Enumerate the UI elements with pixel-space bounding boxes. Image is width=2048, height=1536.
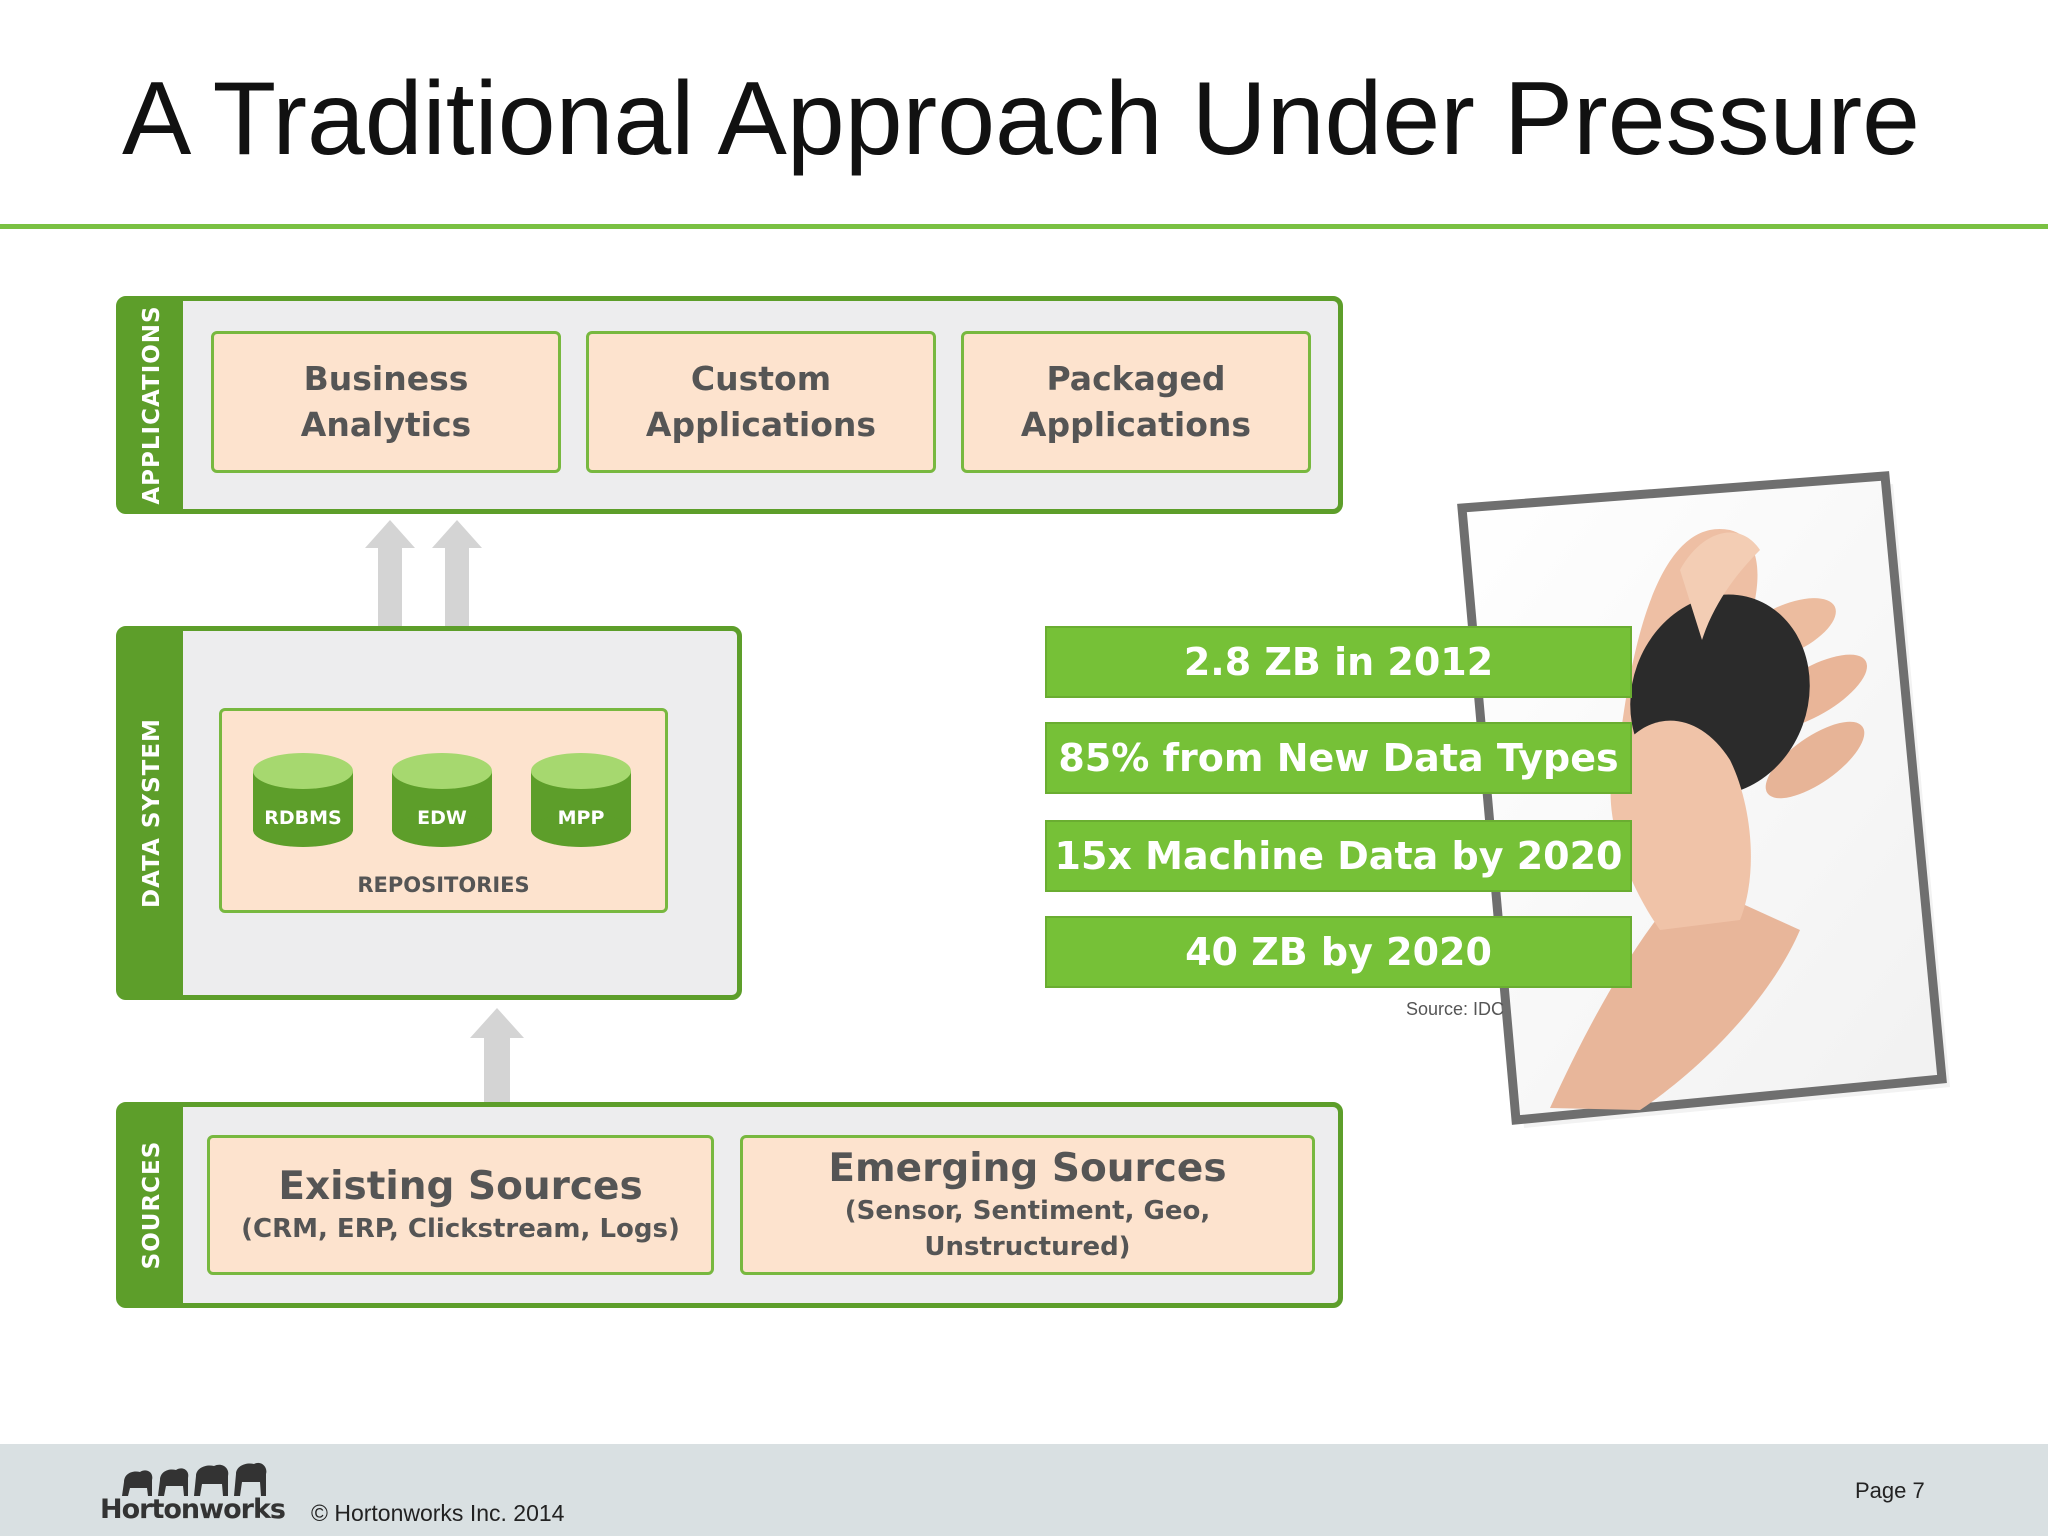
edw-label: EDW bbox=[417, 807, 467, 829]
mpp-cylinder: MPP bbox=[531, 753, 631, 847]
applications-rail: APPLICATIONS bbox=[121, 301, 183, 509]
stat-bar-1: 2.8 ZB in 2012 bbox=[1045, 626, 1632, 698]
stat-bar-3: 15x Machine Data by 2020 bbox=[1045, 820, 1632, 892]
source-note: Source: IDC bbox=[1406, 999, 1505, 1019]
hortonworks-logo-text: Hortonworks bbox=[100, 1494, 286, 1525]
bidirectional-arrows-icon bbox=[365, 520, 482, 696]
emerging-sources-subtitle: (Sensor, Sentiment, Geo, Unstructured) bbox=[844, 1196, 1211, 1262]
existing-sources-title: Existing Sources bbox=[278, 1164, 643, 1209]
stat-bar-4: 40 ZB by 2020 bbox=[1045, 916, 1632, 988]
applications-panel: APPLICATIONS Business Analytics Custom A… bbox=[116, 296, 1343, 514]
mpp-label: MPP bbox=[557, 807, 605, 829]
applications-rail-label: APPLICATIONS bbox=[139, 305, 165, 505]
existing-sources-box: Existing Sources (CRM, ERP, Clickstream,… bbox=[207, 1135, 714, 1275]
existing-sources-subtitle: (CRM, ERP, Clickstream, Logs) bbox=[241, 1214, 680, 1244]
edw-cylinder: EDW bbox=[392, 753, 492, 847]
stat-bar-2: 85% from New Data Types bbox=[1045, 722, 1632, 794]
elephants-logo-icon bbox=[122, 1462, 267, 1496]
footer: Hortonworks © Hortonworks Inc. 2014 Page… bbox=[0, 1444, 2048, 1536]
packaged-applications-label: Packaged Applications bbox=[1020, 359, 1252, 444]
sources-rail-label: SOURCES bbox=[139, 1140, 165, 1270]
repositories-label: REPOSITORIES bbox=[357, 873, 530, 897]
up-arrow-icon bbox=[470, 1008, 524, 1108]
repositories-box: RDBMS EDW MPP REPOSITORIES bbox=[219, 708, 668, 913]
rdbms-cylinder: RDBMS bbox=[253, 753, 353, 847]
data-system-rail-label: DATA SYSTEM bbox=[139, 718, 165, 908]
title-divider bbox=[0, 224, 2048, 229]
custom-applications-label: Custom Applications bbox=[645, 359, 877, 444]
sources-rail: SOURCES bbox=[121, 1107, 183, 1303]
copyright-text: © Hortonworks Inc. 2014 bbox=[311, 1500, 565, 1526]
data-system-rail: DATA SYSTEM bbox=[121, 631, 183, 995]
custom-applications-box: Custom Applications bbox=[586, 331, 936, 473]
page-number: Page 7 bbox=[1855, 1478, 1925, 1503]
emerging-sources-box: Emerging Sources (Sensor, Sentiment, Geo… bbox=[740, 1135, 1315, 1275]
data-system-panel: DATA SYSTEM RDBMS EDW MPP REPOSITORIES bbox=[116, 626, 742, 1000]
business-analytics-label: Business Analytics bbox=[300, 359, 472, 444]
rdbms-label: RDBMS bbox=[264, 807, 342, 829]
page-title: A Traditional Approach Under Pressure bbox=[122, 61, 1920, 177]
packaged-applications-box: Packaged Applications bbox=[961, 331, 1311, 473]
emerging-sources-title: Emerging Sources bbox=[828, 1146, 1227, 1191]
sources-panel: SOURCES Existing Sources (CRM, ERP, Clic… bbox=[116, 1102, 1343, 1308]
hand-squeezing-ball-photo bbox=[1457, 471, 1950, 1128]
business-analytics-box: Business Analytics bbox=[211, 331, 561, 473]
